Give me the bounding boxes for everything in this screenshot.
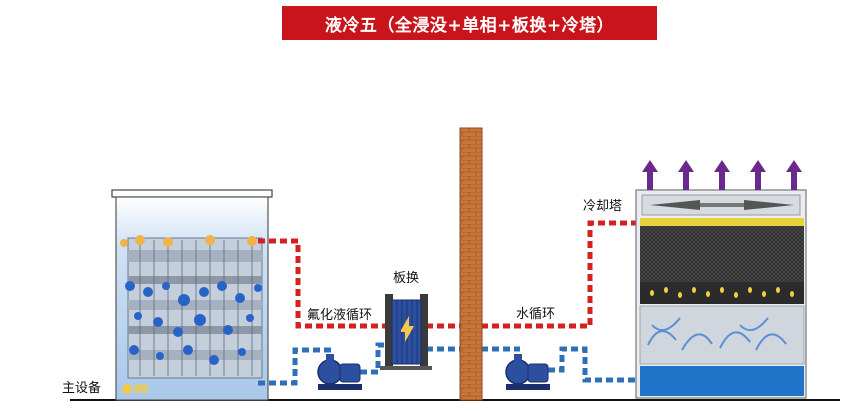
water-droplets bbox=[650, 287, 794, 298]
airflow-arrow-icon bbox=[744, 200, 794, 210]
exhaust-arrow-icon bbox=[642, 160, 658, 190]
air-swirls bbox=[647, 317, 787, 351]
water-loop-label: 水循环 bbox=[516, 307, 556, 322]
exhaust-arrow-icon bbox=[714, 160, 730, 190]
cold-fluorinated-pipe bbox=[258, 342, 390, 386]
hot-fluorinated-pipe bbox=[258, 238, 388, 329]
airflow-arrow-icon bbox=[650, 200, 700, 210]
plate-heat-exchanger bbox=[380, 294, 432, 370]
coolant-bubbles bbox=[125, 281, 262, 365]
hot-bubbles bbox=[120, 235, 257, 247]
exhaust-arrow-icon bbox=[678, 160, 694, 190]
fluorinated-loop-label: 氟化液循环 bbox=[307, 308, 373, 323]
pump-icon bbox=[317, 354, 362, 390]
plate-exchanger-label: 板换 bbox=[393, 271, 420, 286]
cooling-tower-label: 冷却塔 bbox=[583, 199, 623, 214]
exhaust-arrow-icon bbox=[786, 160, 802, 190]
server-racks bbox=[127, 237, 263, 379]
pump-icon bbox=[505, 354, 550, 390]
exhaust-arrow-icon bbox=[750, 160, 766, 190]
main-equipment-label: 主设备 bbox=[62, 381, 102, 396]
cooling-tower bbox=[635, 160, 807, 399]
diagram-title: 液冷五（全浸没+单相+板换+冷塔） bbox=[282, 6, 657, 40]
immersion-tank bbox=[111, 189, 273, 401]
watermark-logo bbox=[122, 384, 148, 394]
brick-wall bbox=[459, 127, 483, 401]
hot-water-pipe bbox=[426, 220, 640, 329]
